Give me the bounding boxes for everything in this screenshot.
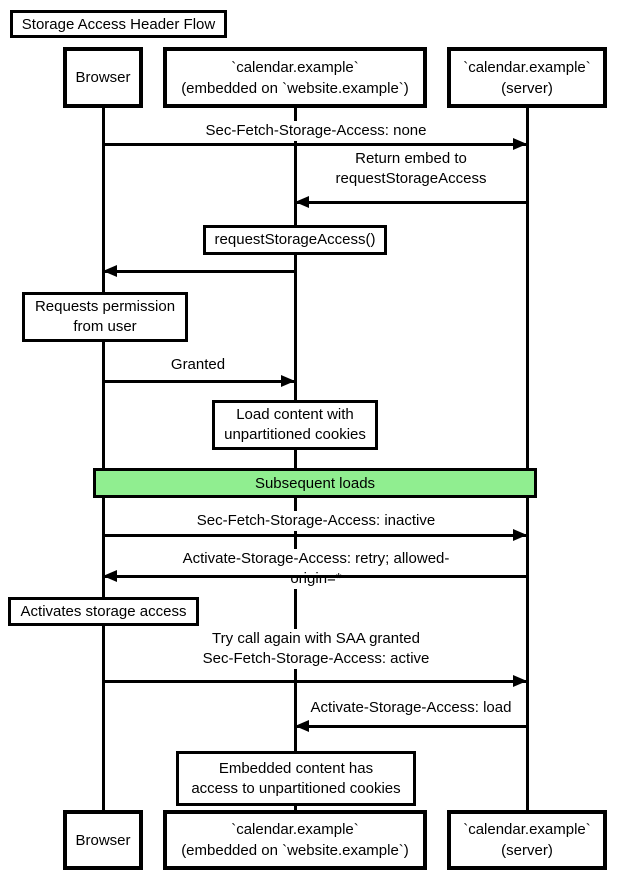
participant-embed-label: `calendar.example` (embedded on `website… [181,58,409,97]
participant-server-top: `calendar.example` (server) [447,47,607,108]
arrowhead-left [103,570,117,582]
message-line [103,270,295,273]
note-label: Requests permission from user [34,298,176,335]
participant-server-label: `calendar.example` (server) [463,58,591,97]
lifeline-browser [101,108,105,810]
note-activates-storage: Activates storage access [8,597,199,626]
arrowhead-right [513,529,527,541]
arrowhead-left [295,196,309,208]
participant-browser-label: Browser [75,69,131,86]
message-label-return-embed: Return embed to requestStorageAccess [331,149,491,189]
lifeline-embed [293,108,297,810]
diagram-title-label: Storage Access Header Flow [21,15,216,33]
lifeline-server [525,108,529,810]
note-label: Activates storage access [20,602,187,620]
note-label: Embedded content has access to unpartiti… [191,759,401,797]
message-label-granted: Granted [166,355,230,375]
arrowhead-right [281,375,295,387]
diagram-title: Storage Access Header Flow [10,10,227,38]
note-embedded-access: Embedded content has access to unpartiti… [176,751,416,806]
message-label-sec-fetch-inactive: Sec-Fetch-Storage-Access: inactive [192,511,440,531]
participant-embed-bottom: `calendar.example` (embedded on `website… [163,810,427,870]
participant-server-bottom: `calendar.example` (server) [447,810,607,870]
note-requests-permission: Requests permission from user [22,292,188,342]
participant-embed-label: `calendar.example` (embedded on `website… [181,821,409,859]
message-label-sec-fetch-none: Sec-Fetch-Storage-Access: none [201,121,431,141]
arrowhead-left [295,720,309,732]
arrowhead-right [513,675,527,687]
participant-browser-top: Browser [63,47,143,108]
participant-browser-label: Browser [75,831,131,849]
message-line [103,575,527,578]
message-label-activate-retry: Activate-Storage-Access: retry; allowed-… [156,549,476,589]
participant-server-label: `calendar.example` (server) [463,821,591,859]
participant-browser-bottom: Browser [63,810,143,870]
note-request-storage-access: requestStorageAccess() [203,225,387,255]
message-line [103,534,527,537]
note-load-content: Load content with unpartitioned cookies [212,400,378,450]
message-line [295,725,527,728]
section-subsequent-loads: Subsequent loads [93,468,537,498]
arrowhead-right [513,138,527,150]
note-label: requestStorageAccess() [214,231,376,248]
section-label: Subsequent loads [254,474,376,492]
message-line [103,380,295,383]
arrowhead-left [103,265,117,277]
message-label-activate-load: Activate-Storage-Access: load [306,698,516,718]
participant-embed-top: `calendar.example` (embedded on `website… [163,47,427,108]
message-line [295,201,527,204]
message-line [103,143,527,146]
note-label: Load content with unpartitioned cookies [224,406,366,443]
message-label-try-again: Try call again with SAA granted Sec-Fetc… [198,629,434,669]
message-line [103,680,527,683]
